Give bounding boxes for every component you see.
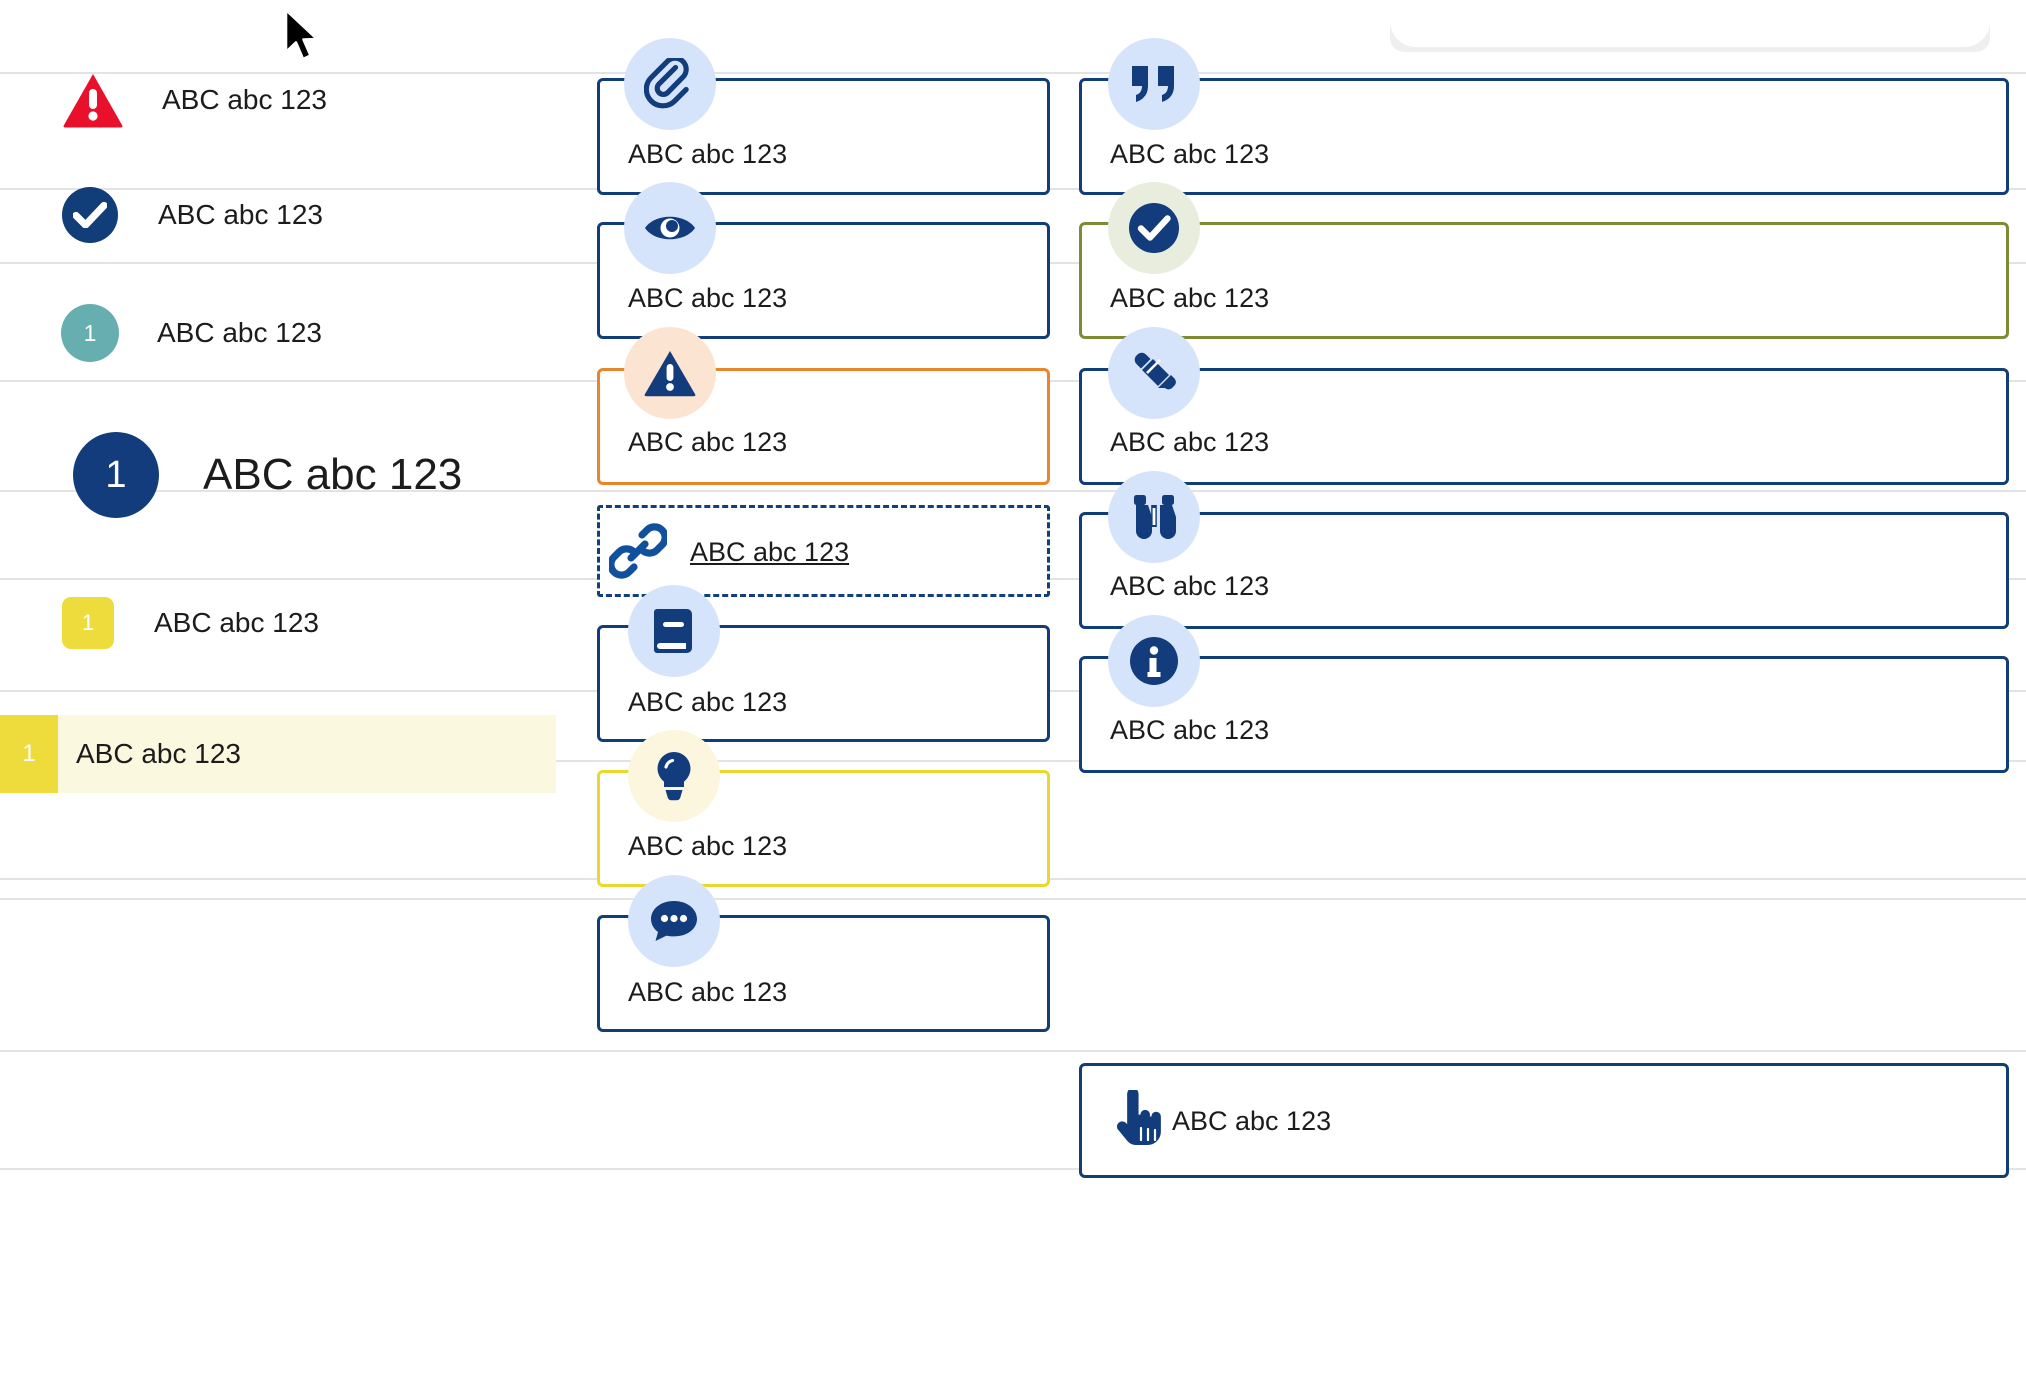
card-action[interactable] xyxy=(1079,1063,2009,1178)
binoculars-icon xyxy=(1108,471,1200,563)
warning-triangle-icon xyxy=(62,72,124,128)
row-separator xyxy=(0,72,2026,74)
link-chain-icon xyxy=(592,505,684,597)
left-list: ABC abc 123 ABC abc 123 1 ABC abc 123 1 … xyxy=(0,0,760,1392)
list-item-error[interactable]: ABC abc 123 xyxy=(0,60,760,140)
list-item-label: ABC abc 123 xyxy=(162,84,327,115)
card-quote-label: ABC abc 123 xyxy=(1110,139,1270,169)
card-success-label: ABC abc 123 xyxy=(1110,283,1270,313)
card-reference-label: ABC abc 123 xyxy=(628,687,788,717)
card-observe[interactable] xyxy=(1079,512,2009,629)
list-item-label: ABC abc 123 xyxy=(203,450,463,499)
number-badge-square-icon: 1 xyxy=(62,597,114,649)
warning-triangle-icon xyxy=(624,327,716,419)
paperclip-icon xyxy=(624,38,716,130)
card-success[interactable] xyxy=(1079,222,2009,339)
info-circle-icon xyxy=(1108,615,1200,707)
list-item-step-navy-large[interactable]: 1 ABC abc 123 xyxy=(0,430,760,520)
number-badge-circle-large-icon: 1 xyxy=(73,432,159,518)
badge-number: 1 xyxy=(81,610,95,635)
card-reference[interactable] xyxy=(597,625,1050,742)
lightbulb-icon xyxy=(628,730,720,822)
badge-number: 1 xyxy=(83,319,97,346)
card-edit[interactable] xyxy=(1079,368,2009,485)
row-separator xyxy=(0,1050,2026,1052)
top-panel-mask xyxy=(1390,0,1990,47)
mouse-pointer-icon xyxy=(283,8,325,71)
list-item-label: ABC abc 123 xyxy=(157,317,322,348)
list-item-step-yellow[interactable]: 1 ABC abc 123 xyxy=(0,595,760,651)
card-info[interactable] xyxy=(1079,656,2009,773)
list-item-label: ABC abc 123 xyxy=(154,607,319,638)
badge-number: 1 xyxy=(105,453,127,496)
list-item-step-yellow-highlighted[interactable]: 1 ABC abc 123 xyxy=(0,715,556,793)
number-badge-square-icon: 1 xyxy=(0,715,58,793)
card-attachment-label: ABC abc 123 xyxy=(628,139,788,169)
pencil-icon xyxy=(1108,327,1200,419)
list-item-step-teal[interactable]: 1 ABC abc 123 xyxy=(0,293,760,373)
card-observe-label: ABC abc 123 xyxy=(1110,571,1270,601)
list-item-label: ABC abc 123 xyxy=(76,738,241,769)
card-info-label: ABC abc 123 xyxy=(1110,715,1270,745)
card-comment-label: ABC abc 123 xyxy=(628,977,788,1007)
card-edit-label: ABC abc 123 xyxy=(1110,427,1270,457)
row-separator xyxy=(0,1168,2026,1170)
badge-number: 1 xyxy=(22,740,36,767)
eye-icon xyxy=(624,182,716,274)
card-quote[interactable] xyxy=(1079,78,2009,195)
list-item-success[interactable]: ABC abc 123 xyxy=(0,175,760,255)
number-badge-circle-icon: 1 xyxy=(61,304,119,362)
book-icon xyxy=(628,585,720,677)
card-action-label: ABC abc 123 xyxy=(1172,1106,1332,1136)
card-tip-label: ABC abc 123 xyxy=(628,831,788,861)
card-preview-label: ABC abc 123 xyxy=(628,283,788,313)
pointing-hand-icon xyxy=(1094,1075,1186,1167)
row-separator xyxy=(0,898,2026,900)
check-circle-icon xyxy=(62,187,118,243)
list-item-label: ABC abc 123 xyxy=(158,199,323,230)
card-attachment[interactable] xyxy=(597,78,1050,195)
row-separator xyxy=(0,760,2026,762)
check-circle-icon xyxy=(1108,182,1200,274)
quote-marks-icon xyxy=(1108,38,1200,130)
row-separator xyxy=(0,490,2026,492)
card-link-label: ABC abc 123 xyxy=(690,537,850,567)
card-warning-label: ABC abc 123 xyxy=(628,427,788,457)
card-link[interactable] xyxy=(597,505,1050,597)
speech-bubble-icon xyxy=(628,875,720,967)
